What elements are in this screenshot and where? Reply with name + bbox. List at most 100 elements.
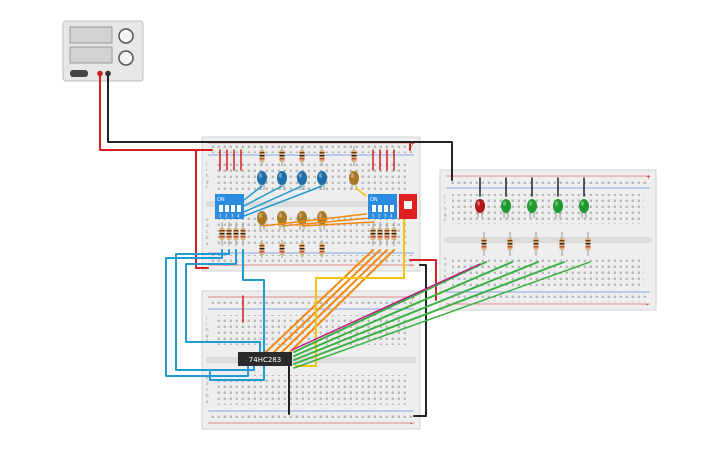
- resistor-dip-a-3: [233, 222, 239, 246]
- wire-b2: [273, 249, 381, 353]
- led-brown-1: [257, 211, 267, 230]
- wire-b1: [265, 249, 374, 353]
- breadboard-top-row-b: b: [206, 235, 209, 240]
- resistor-top-3-band-3: [299, 158, 305, 160]
- led-out-sum-1: [501, 199, 511, 218]
- wire-led-a4: [243, 185, 323, 217]
- dip-switch-a-toggle-4[interactable]: [237, 205, 241, 212]
- dip-switch-b-toggle-2[interactable]: [378, 205, 382, 212]
- breadboard-top-rail-bottom-holes: [210, 255, 412, 263]
- wire-b4: [289, 249, 395, 353]
- led-out-sum-4-body: [579, 199, 589, 213]
- resistor-dip-a-3-band-1: [233, 230, 239, 232]
- resistor-out-2: [507, 232, 513, 256]
- dip-switch-a-pos-2: 2: [225, 214, 228, 219]
- resistor-out-3-band-3: [533, 246, 539, 248]
- resistor-top-2-band-3: [279, 158, 285, 160]
- wire-led-a3: [243, 185, 303, 213]
- resistor-dip-a-1-band-2: [219, 233, 225, 235]
- wire-carry-out-led: [291, 263, 481, 351]
- resistor-top-1-band-1: [259, 152, 265, 154]
- slide-switch[interactable]: [399, 194, 417, 219]
- positive-terminal[interactable]: [97, 70, 103, 77]
- breadboard-top-row-d: d: [206, 223, 209, 228]
- power-supply[interactable]: [62, 20, 144, 82]
- current-display: [69, 46, 113, 64]
- resistor-dip-b-1-band-1: [370, 230, 376, 232]
- led-out-sum-4: [579, 199, 589, 218]
- resistor-dip-a-4-band-1: [240, 230, 246, 232]
- breadboard-right-rail-minus: -: [646, 301, 649, 309]
- resistor-dip-a-3-band-2: [233, 233, 239, 235]
- resistor-dip-a-2-band-3: [226, 236, 232, 238]
- led-blue-1-shine: [259, 173, 262, 178]
- resistor-top-4-band-3: [319, 158, 325, 160]
- led-brown-4-shine: [319, 213, 322, 218]
- dip-switch-b[interactable]: ON 1 2 3 4: [368, 194, 397, 219]
- resistor-out-1: [481, 232, 487, 256]
- resistor-dip-b-1-band-3: [370, 236, 376, 238]
- resistor-out-4-band-2: [559, 243, 565, 245]
- breadboard-right-row-b: b: [444, 274, 447, 279]
- led-blue-2: [277, 171, 287, 190]
- resistor-dip-a-1-band-1: [219, 230, 225, 232]
- breadboard-top-upper-strip: [214, 161, 408, 191]
- led-out-sum-1-body: [501, 199, 511, 213]
- dip-switch-a-toggle-2[interactable]: [225, 205, 229, 212]
- wire-rail-link-black: [413, 264, 427, 417]
- resistor-dip-a-1: [219, 222, 225, 246]
- resistor-out-5-band-1: [585, 240, 591, 242]
- resistor-bottom-1-band-2: [259, 248, 265, 250]
- dip-switch-a-on-label: ON: [217, 197, 225, 203]
- dip-switch-a-pos-4: 4: [237, 214, 240, 219]
- breadboard-bottom-row-a: a: [206, 399, 209, 404]
- breadboard-top-row-g: g: [206, 179, 209, 184]
- breadboard-bottom-row-e: e: [206, 375, 209, 380]
- led-out-sum-2: [527, 199, 537, 218]
- breadboard-bottom-rail-plus: +: [410, 295, 415, 302]
- dip-switch-b-toggle-3[interactable]: [384, 205, 388, 212]
- led-brown-1-body: [257, 211, 267, 225]
- breadboard-bottom-rail-minus: -: [410, 420, 413, 428]
- dip-switch-b-pos-4: 4: [390, 214, 393, 219]
- led-blue-4-body: [317, 171, 327, 185]
- power-switch[interactable]: [70, 70, 88, 77]
- led-out-carry-body: [475, 199, 485, 213]
- wire-led-b3: [301, 221, 375, 227]
- resistor-dip-a-2-band-2: [226, 233, 232, 235]
- current-knob[interactable]: [118, 50, 134, 66]
- wire-a3: [185, 249, 261, 353]
- resistor-bottom-3: [299, 240, 305, 258]
- resistor-out-3-band-2: [533, 243, 539, 245]
- dip-switch-a-toggle-1[interactable]: [219, 205, 223, 212]
- wire-b3: [281, 249, 388, 353]
- led-blue-1-body: [257, 171, 267, 185]
- wire-sum-4: [293, 261, 565, 365]
- dip-switch-b-pos-1: 1: [372, 214, 375, 219]
- resistor-top-5-band-1: [351, 152, 357, 154]
- breadboard-bottom-row-b: b: [206, 393, 209, 398]
- adder-chip[interactable]: 74HC283: [238, 352, 292, 366]
- resistor-dip-b-4-band-3: [391, 236, 397, 238]
- resistor-dip-b-3: [384, 222, 390, 246]
- dip-switch-a-toggle-3[interactable]: [231, 205, 235, 212]
- voltage-knob[interactable]: [118, 28, 134, 44]
- wire-led-b1: [261, 213, 367, 227]
- led-carry-in-body: [349, 171, 359, 185]
- resistor-out-4: [559, 232, 565, 256]
- led-blue-2-body: [277, 171, 287, 185]
- led-brown-3-body: [297, 211, 307, 225]
- dip-switch-b-toggle-1[interactable]: [372, 205, 376, 212]
- resistor-bottom-4: [319, 240, 325, 258]
- resistor-top-2-band-2: [279, 155, 285, 157]
- wire-a1: [165, 249, 249, 377]
- resistor-dip-b-1: [370, 222, 376, 246]
- negative-terminal[interactable]: [105, 70, 111, 77]
- resistor-dip-b-2-band-3: [377, 236, 383, 238]
- resistor-bottom-1-band-1: [259, 245, 265, 247]
- resistor-out-1-band-3: [481, 246, 487, 248]
- dip-switch-a[interactable]: ON 1 2 3 4: [215, 194, 244, 219]
- dip-switch-b-toggle-4[interactable]: [390, 205, 394, 212]
